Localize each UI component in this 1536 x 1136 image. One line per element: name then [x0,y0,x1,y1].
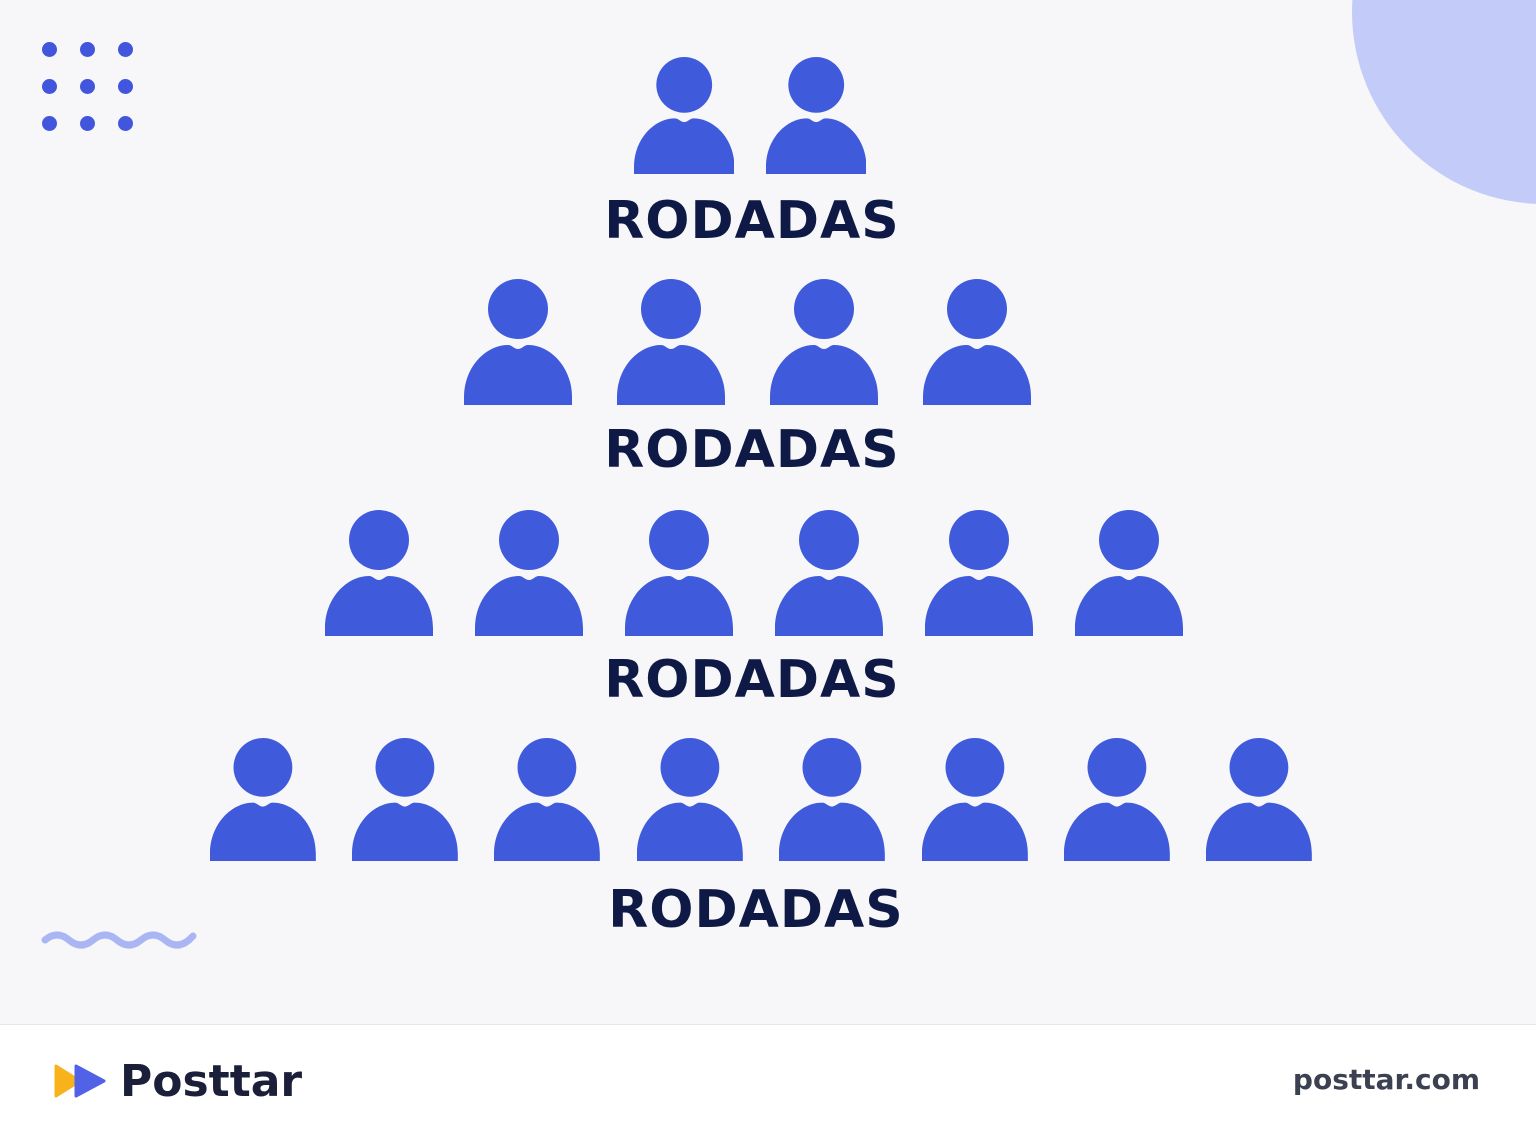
person-icon [325,510,433,636]
dot [42,116,57,131]
person-icon [1064,738,1170,862]
dot [118,116,133,131]
person-icon [1075,510,1183,636]
tier-label: RODADAS [608,880,904,940]
person-icon [616,279,725,405]
person-icon [636,738,743,862]
dot [42,79,57,94]
person-icon [209,738,316,862]
person-icon [775,510,883,636]
person-icon [765,57,867,175]
person-icon [633,57,735,175]
person-icon [769,279,878,405]
person-icon [463,279,572,405]
person-icon [475,510,583,636]
tier-label: RODADAS [604,650,900,710]
site-url-link[interactable]: posttar.com [1292,1063,1480,1096]
person-icon [922,279,1031,405]
fast-forward-icon [54,1064,106,1098]
corner-circle-decoration [1352,0,1536,204]
wave-icon [41,931,197,949]
person-icon [1206,738,1313,862]
dot [80,116,95,131]
dot [118,79,133,94]
footer: Posttar posttar.com [0,1024,1536,1136]
tier-label: RODADAS [604,191,900,251]
dot-grid-icon [40,40,140,140]
person-icon [921,738,1028,862]
person-icon [925,510,1033,636]
person-icon [625,510,733,636]
brand-name: Posttar [120,1055,303,1107]
person-icon [352,738,458,862]
person-icon [494,738,601,862]
dot [118,42,133,57]
dot [80,42,95,57]
dot [80,79,95,94]
dot [42,42,57,57]
brand[interactable]: Posttar [54,1055,302,1107]
person-icon [779,738,886,862]
tier-label: RODADAS [604,420,900,480]
main-canvas: RODADAS RODADAS RODADAS RODADAS [40,0,1536,949]
